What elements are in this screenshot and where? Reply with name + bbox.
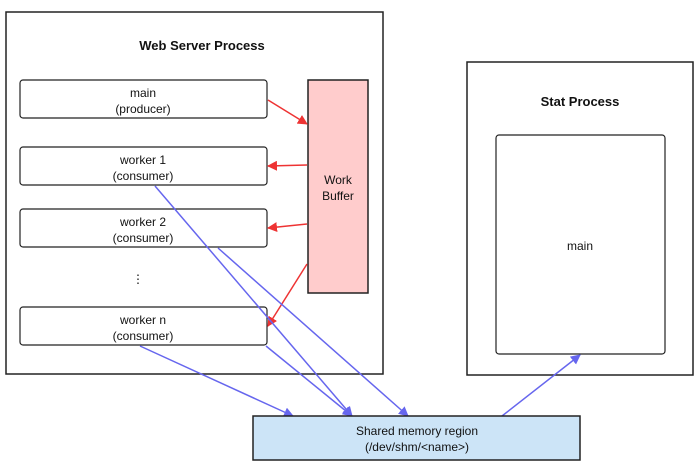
shared-memory-label-line2: (/dev/shm/<name>) <box>365 440 469 454</box>
work-buffer-label-line1: Work <box>324 173 353 187</box>
thread-box-worker-2: worker 2 (consumer) <box>19 208 268 248</box>
arrow-worker-2-to-shared-memory <box>217 247 409 417</box>
thread-role: (consumer) <box>113 169 174 183</box>
thread-box-main: main (producer) <box>19 79 268 119</box>
stat-main-box: main <box>495 134 666 355</box>
thread-name: worker n <box>119 313 166 327</box>
shared-memory-region: Shared memory region (/dev/shm/<name>) <box>252 415 581 461</box>
arrow-shared-memory-to-stat-main <box>501 354 581 417</box>
thread-ellipsis: ⋮ <box>132 272 144 286</box>
work-buffer: Work Buffer <box>307 79 369 294</box>
work-buffer-label-line2: Buffer <box>322 189 354 203</box>
arrow-worker-n-left-to-shared-memory <box>139 345 294 417</box>
thread-box-worker-n: worker n (consumer) <box>19 306 268 346</box>
arrow-buffer-to-worker-1 <box>267 160 308 171</box>
shared-memory-label-line1: Shared memory region <box>356 424 478 438</box>
thread-name: worker 1 <box>119 153 166 167</box>
thread-role: (producer) <box>115 102 170 116</box>
web-server-process-title: Web Server Process <box>139 38 265 53</box>
arrow-buffer-to-worker-n <box>267 263 308 327</box>
thread-role: (consumer) <box>113 329 174 343</box>
thread-role: (consumer) <box>113 231 174 245</box>
stat-main-label: main <box>567 239 593 253</box>
arrow-main-to-buffer <box>267 99 308 125</box>
arrow-buffer-to-worker-2 <box>267 222 308 233</box>
arrow-worker-n-right-to-shared-memory <box>265 345 353 417</box>
thread-box-worker-1: worker 1 (consumer) <box>19 146 268 186</box>
thread-name: main <box>130 86 156 100</box>
stat-process-title: Stat Process <box>541 94 620 109</box>
arrow-worker-1-to-shared-memory <box>154 185 353 417</box>
thread-name: worker 2 <box>119 215 166 229</box>
